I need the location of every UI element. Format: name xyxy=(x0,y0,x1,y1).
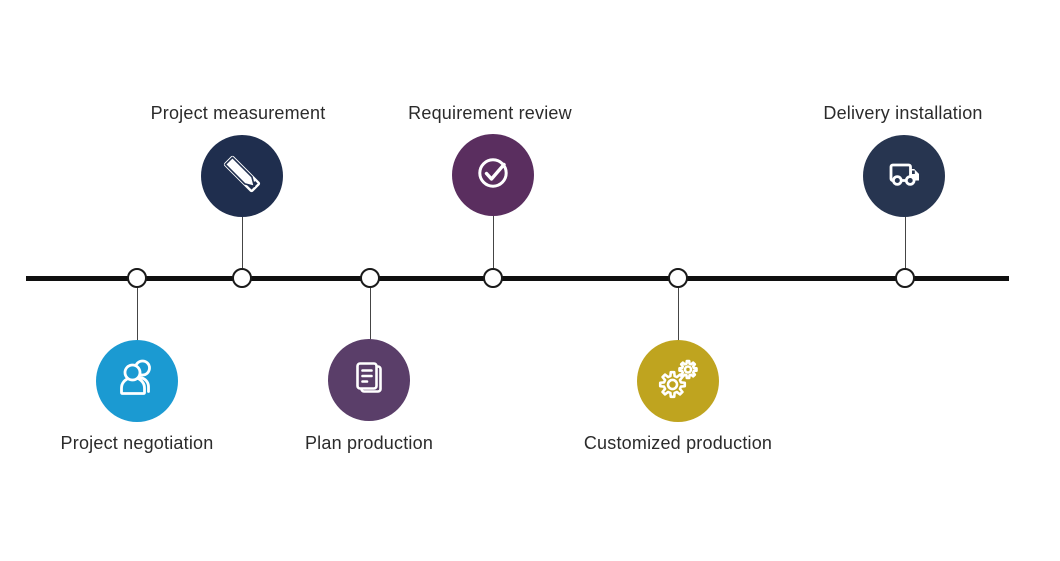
step-circle-project-negotiation xyxy=(96,340,178,422)
step-circle-requirement-review xyxy=(452,134,534,216)
gears-icon xyxy=(654,355,702,408)
connector-line xyxy=(905,216,906,268)
step-label-customized-production: Customized production xyxy=(583,433,773,453)
step-circle-plan-production xyxy=(328,339,410,421)
people-icon xyxy=(113,355,161,408)
step-label-project-measurement: Project measurement xyxy=(150,103,326,123)
step-circle-project-measurement xyxy=(201,135,283,217)
step-label-project-negotiation: Project negotiation xyxy=(60,433,214,453)
timeline-node xyxy=(895,268,915,288)
timeline-node xyxy=(483,268,503,288)
connector-line xyxy=(678,288,679,341)
timeline-node xyxy=(360,268,380,288)
document-icon xyxy=(345,354,393,407)
timeline-node xyxy=(127,268,147,288)
connector-line xyxy=(137,288,138,341)
connector-line xyxy=(370,288,371,340)
timeline-node xyxy=(232,268,252,288)
step-label-delivery-installation: Delivery installation xyxy=(823,103,983,123)
check-circle-icon xyxy=(469,149,517,202)
step-label-plan-production: Plan production xyxy=(304,433,434,453)
truck-icon xyxy=(880,150,928,203)
step-circle-delivery-installation xyxy=(863,135,945,217)
timeline-node xyxy=(668,268,688,288)
step-circle-customized-production xyxy=(637,340,719,422)
step-label-requirement-review: Requirement review xyxy=(408,103,572,123)
connector-line xyxy=(493,215,494,268)
connector-line xyxy=(242,216,243,268)
ruler-pencil-icon xyxy=(218,150,266,203)
timeline-line xyxy=(26,276,1009,281)
